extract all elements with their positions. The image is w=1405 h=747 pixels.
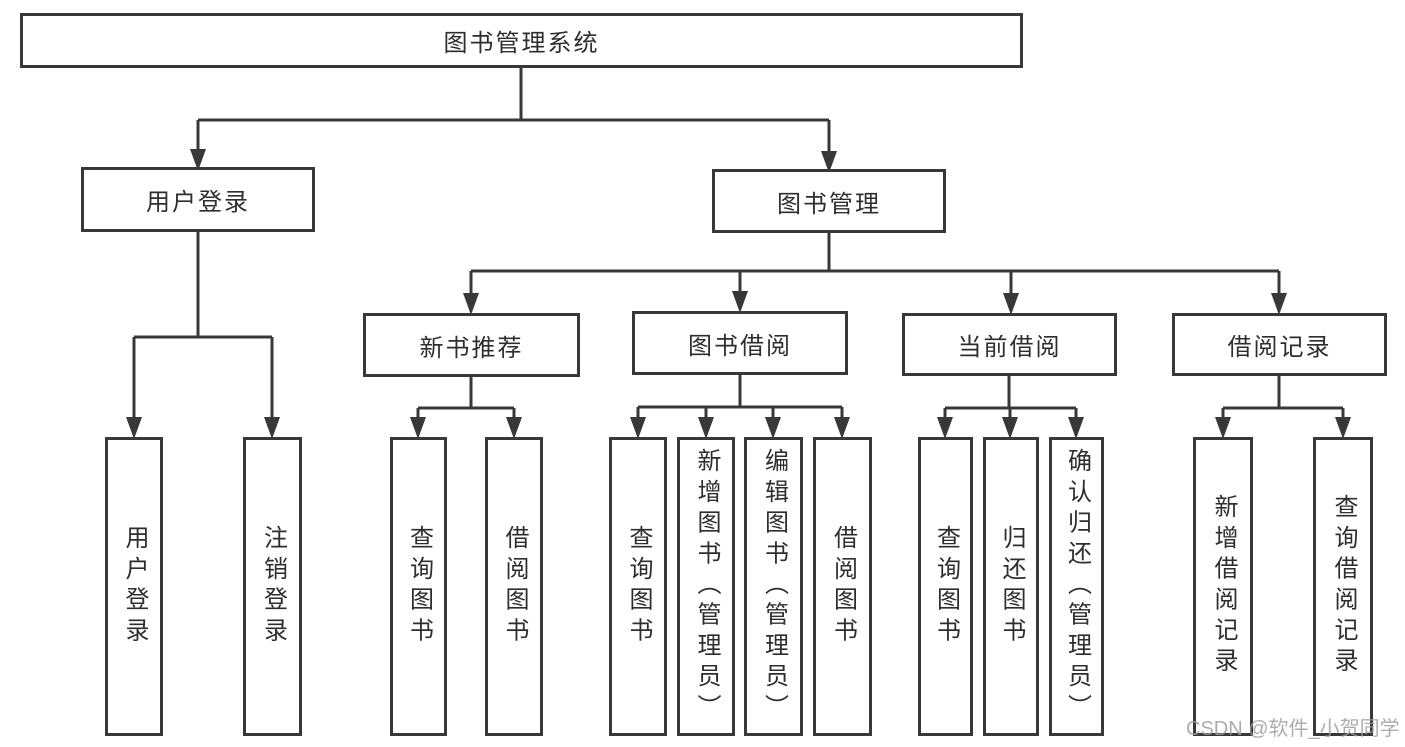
node-label: 确认归还（管理员）	[1063, 448, 1091, 725]
node-label: 借阅记录	[1227, 334, 1332, 361]
node-new-book-recommend: 新书推荐	[363, 313, 580, 377]
node-user-login: 用户登录	[81, 167, 315, 232]
leaf-add-books-admin: 新增图书（管理员）	[677, 437, 735, 736]
node-label: 注销登录	[259, 525, 287, 648]
node-label: 图书管理	[777, 190, 881, 218]
leaf-edit-books-admin: 编辑图书（管理员）	[744, 437, 803, 736]
node-borrow-records: 借阅记录	[1172, 313, 1387, 376]
leaf-borrow-books-recommend: 借阅图书	[485, 437, 543, 736]
node-label: 查询借阅记录	[1330, 494, 1357, 679]
node-label: 图书管理系统	[443, 30, 600, 57]
node-label: 用户登录	[146, 189, 250, 216]
leaf-query-books-borrow: 查询图书	[609, 437, 667, 736]
node-label: 新增借阅记录	[1210, 494, 1237, 679]
leaf-confirm-return-admin: 确认归还（管理员）	[1049, 437, 1104, 736]
node-label: 查询图书	[932, 525, 960, 648]
node-current-borrow: 当前借阅	[902, 313, 1117, 376]
node-label: 新增图书（管理员）	[693, 448, 720, 725]
node-label: 用户登录	[121, 525, 148, 648]
node-root-system: 图书管理系统	[20, 13, 1023, 68]
node-label: 查询图书	[625, 525, 652, 648]
csdn-watermark: CSDN @软件_小贺同学	[1186, 718, 1400, 740]
node-label: 编辑图书（管理员）	[760, 448, 788, 725]
node-label: 借阅图书	[501, 525, 528, 648]
node-label: 借阅图书	[829, 525, 857, 648]
leaf-add-borrow-record: 新增借阅记录	[1193, 437, 1253, 736]
leaf-logout: 注销登录	[243, 437, 302, 736]
node-label: 查询图书	[405, 525, 433, 648]
node-label: 归还图书	[998, 525, 1025, 648]
node-label: 图书借阅	[688, 332, 792, 360]
leaf-query-books-recommend: 查询图书	[390, 437, 447, 736]
node-label: 当前借阅	[957, 334, 1062, 361]
leaf-return-books: 归还图书	[983, 437, 1039, 736]
leaf-query-borrow-record: 查询借阅记录	[1313, 437, 1373, 736]
node-book-borrow: 图书借阅	[632, 311, 848, 375]
arrowhead-icons	[126, 149, 1351, 439]
node-label: 新书推荐	[419, 334, 524, 362]
node-book-management: 图书管理	[712, 169, 946, 233]
leaf-query-books-current: 查询图书	[918, 437, 973, 736]
leaf-user-login: 用户登录	[105, 437, 163, 736]
leaf-borrow-books: 借阅图书	[813, 437, 872, 736]
